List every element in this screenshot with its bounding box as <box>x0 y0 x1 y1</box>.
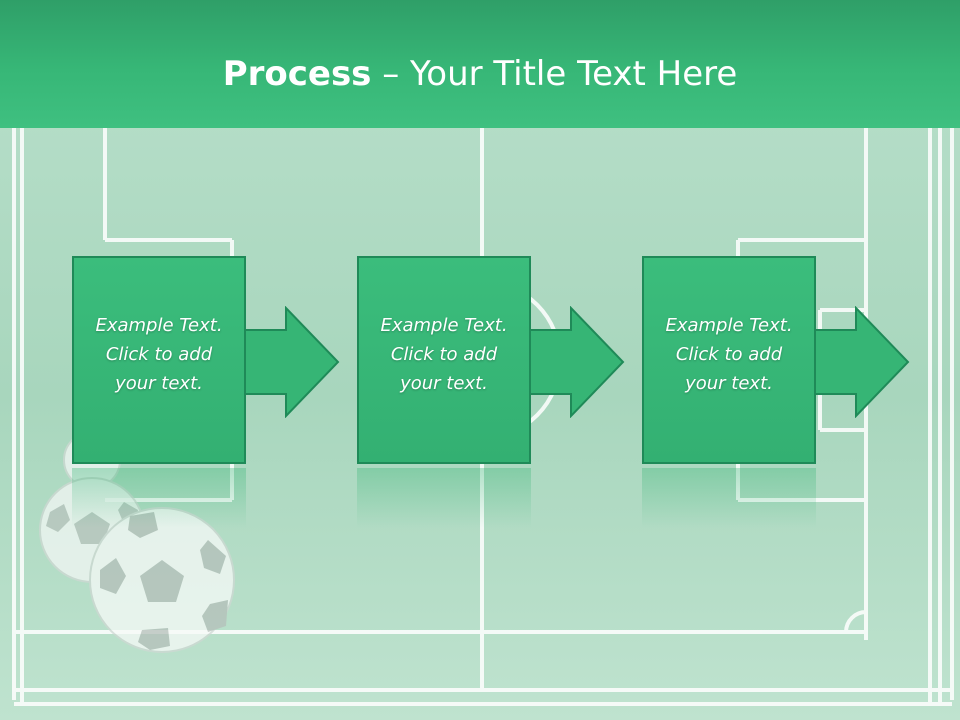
arrow-right-icon <box>524 306 625 418</box>
step-reflection <box>72 468 246 528</box>
title-rest-text: – Your Title Text Here <box>371 54 738 94</box>
process-step-1[interactable]: Example Text. Click to add your text. <box>72 256 246 464</box>
arrow-right-icon <box>239 306 340 418</box>
step-reflection <box>357 468 531 528</box>
arrow-right-icon <box>809 306 910 418</box>
slide-title[interactable]: Process – Your Title Text Here <box>0 52 960 96</box>
title-bold-text: Process <box>222 54 372 94</box>
step-text[interactable]: Example Text. Click to add your text. <box>665 314 793 394</box>
step-text[interactable]: Example Text. Click to add your text. <box>380 314 508 394</box>
step-text[interactable]: Example Text. Click to add your text. <box>95 314 223 394</box>
step-reflection <box>642 468 816 528</box>
process-step-3[interactable]: Example Text. Click to add your text. <box>642 256 816 464</box>
process-step-2[interactable]: Example Text. Click to add your text. <box>357 256 531 464</box>
title-bar: Process – Your Title Text Here <box>0 0 960 128</box>
